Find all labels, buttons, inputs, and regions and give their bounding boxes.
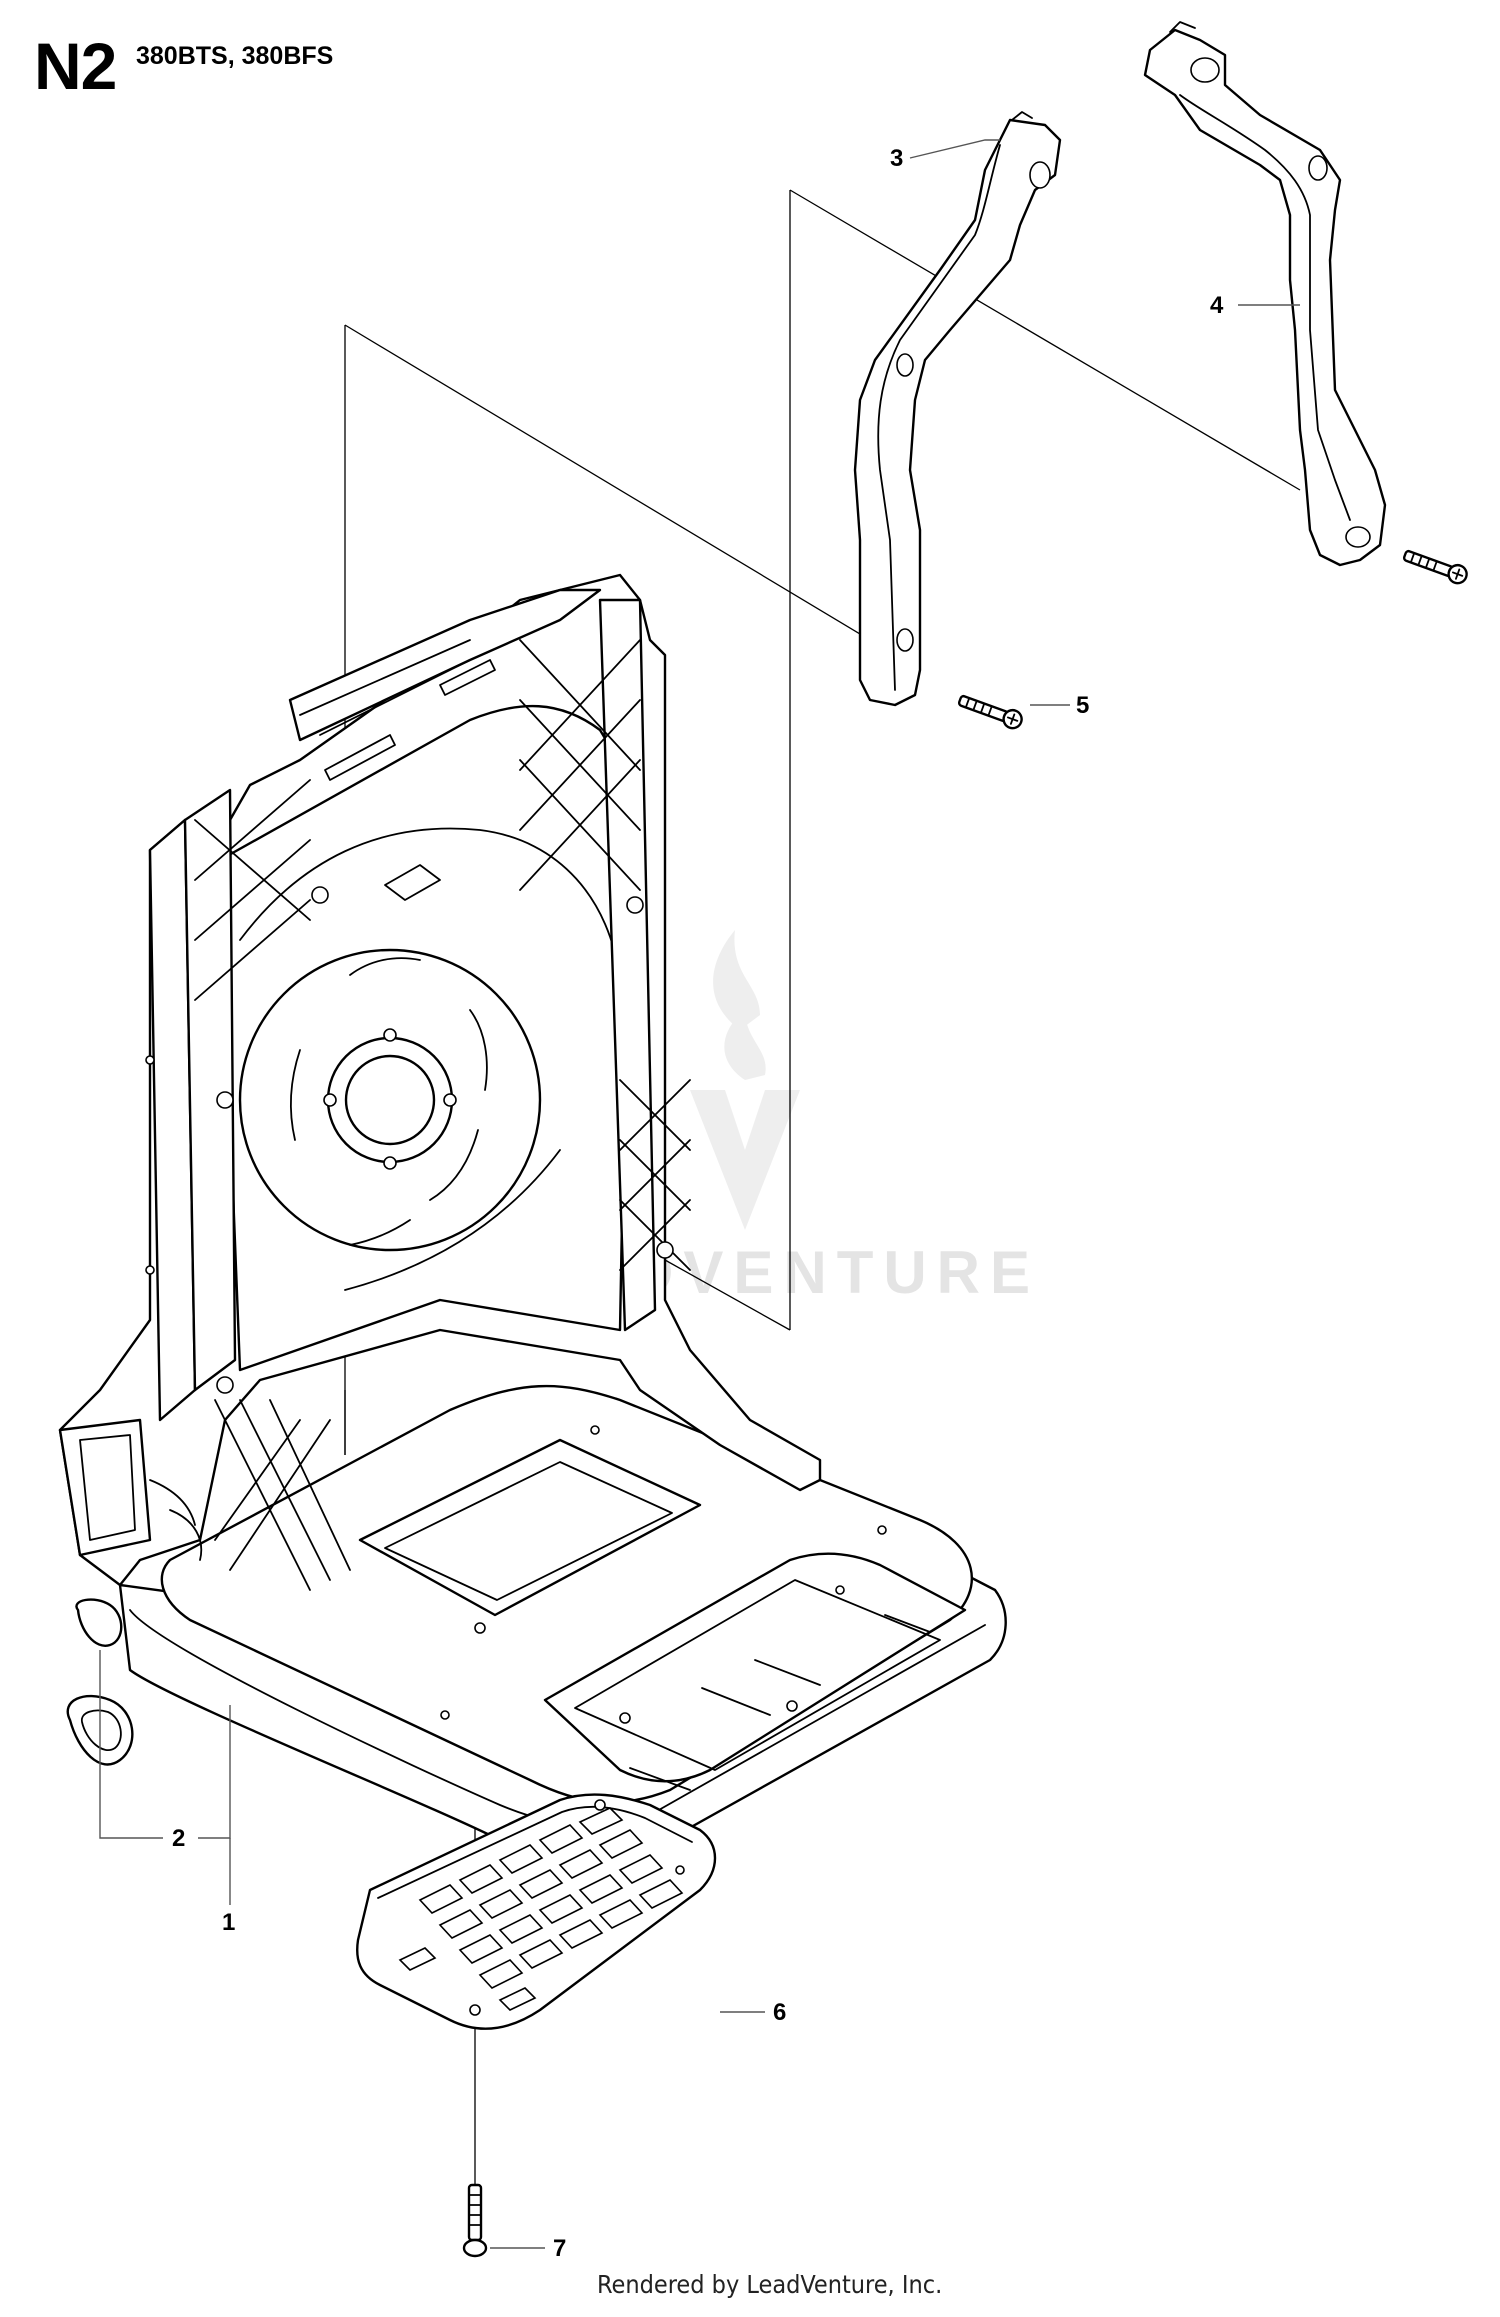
flame-logo-icon: [690, 930, 800, 1230]
callout-7: 7: [553, 2235, 566, 2262]
part-6-grid-plate: [356, 1793, 717, 2030]
callout-2: 2: [172, 1825, 185, 1852]
callout-4: 4: [1210, 292, 1224, 319]
callout-5: 5: [1076, 692, 1089, 719]
part-4-handle-bar: [1143, 21, 1387, 567]
leader-lines: [99, 139, 1300, 2249]
callout-3: 3: [890, 145, 903, 172]
callouts: 1 2 3 4 5 6 7: [172, 145, 1224, 2262]
footer-credit: Rendered by LeadVenture, Inc.: [597, 2270, 943, 2299]
part-5-screw: [957, 549, 1468, 730]
right-rail-lattice: [519, 639, 691, 1271]
page-code: N2: [34, 29, 117, 103]
part-1-backpack-frame: [58, 573, 1007, 1858]
callout-6: 6: [773, 1999, 786, 2026]
left-rail-lattice: [194, 779, 351, 1591]
grid-cells: [398, 1807, 684, 2011]
model-list: 380BTS, 380BFS: [136, 42, 334, 70]
callout-1: 1: [222, 1909, 235, 1936]
part-7-screw: [462, 2183, 488, 2258]
part-3-handle-bar: [853, 111, 1062, 707]
